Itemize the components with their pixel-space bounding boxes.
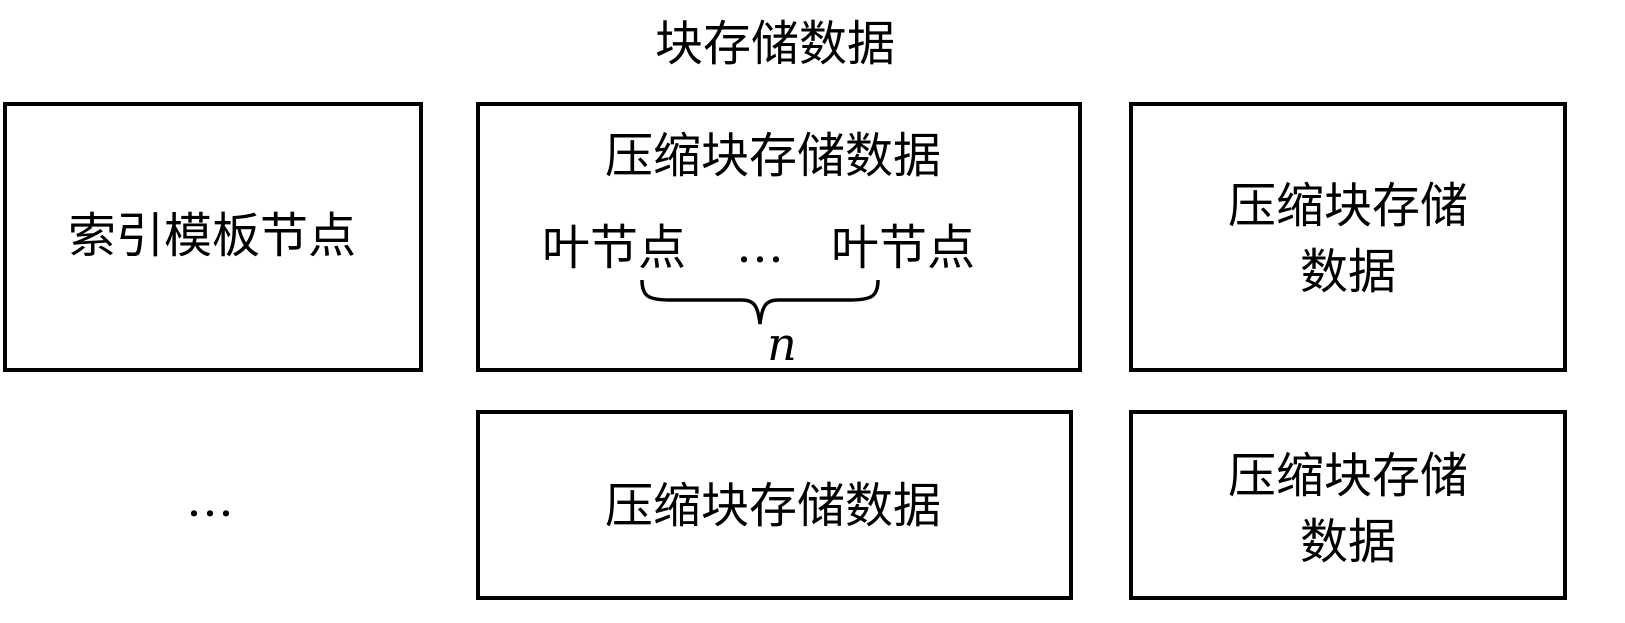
compressed-block-row2-right-line1: 压缩块存储: [1227, 448, 1469, 504]
compressed-block-label: 压缩块存储数据: [604, 128, 942, 184]
index-template-node-label: 索引模板节点: [67, 208, 357, 264]
compressed-block-row2-right-box: [1129, 410, 1567, 600]
compressed-block-right-line2: 数据: [1299, 244, 1397, 300]
leaf-count-label: n: [767, 317, 797, 371]
brace-icon: [640, 279, 880, 325]
diagram-title: 块存储数据: [654, 16, 896, 72]
compressed-block-box: [476, 102, 1082, 372]
compressed-block-row2-box: [476, 410, 1073, 600]
leaf-node-left: 叶节点: [541, 220, 687, 276]
compressed-block-right-box: [1129, 102, 1567, 372]
leaf-ellipsis: …: [736, 218, 784, 274]
leaf-node-right: 叶节点: [830, 220, 976, 276]
row2-ellipsis: …: [186, 472, 234, 528]
index-template-node-box: [3, 102, 423, 372]
compressed-block-row2-label: 压缩块存储数据: [604, 478, 942, 534]
compressed-block-right-line1: 压缩块存储: [1227, 178, 1469, 234]
compressed-block-row2-right-line2: 数据: [1299, 514, 1397, 570]
